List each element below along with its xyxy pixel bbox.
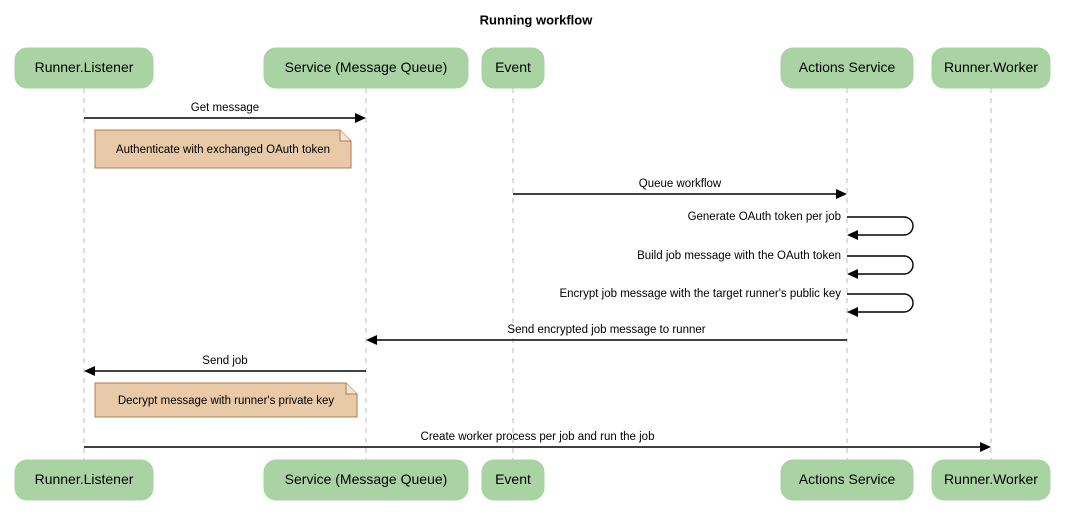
participant-box: [263, 47, 469, 89]
participant-label: Runner.Listener: [35, 471, 134, 487]
participant-box: [481, 459, 545, 501]
participant-actions-service-top[interactable]: Actions Service: [780, 47, 914, 89]
arrowhead: [366, 335, 377, 345]
arrowhead: [355, 113, 366, 123]
arrowhead: [847, 269, 858, 279]
message-label: Send job: [202, 355, 247, 367]
message-create-worker-process-per-job-and-run-the-job[interactable]: Create worker process per job and run th…: [84, 431, 991, 452]
participant-label: Runner.Worker: [944, 59, 1038, 75]
message-encrypt-job-message-with-the-target-runners-public-key[interactable]: Encrypt job message with the target runn…: [559, 288, 914, 317]
participant-box: [780, 47, 914, 89]
participant-runner-listener-top[interactable]: Runner.Listener: [14, 47, 154, 89]
message-build-job-message-with-the-oauth-token[interactable]: Build job message with the OAuth token: [637, 250, 914, 279]
message-label: Get message: [191, 102, 259, 114]
participant-box: [780, 459, 914, 501]
participant-label: Actions Service: [799, 59, 896, 75]
lifelines-layer: [83, 88, 992, 460]
page-title: Running workflow: [480, 12, 594, 27]
self-loop-path: [847, 293, 914, 313]
participant-box: [931, 47, 1051, 89]
message-label: Encrypt job message with the target runn…: [559, 288, 841, 300]
participant-label: Event: [495, 471, 531, 487]
participant-label: Runner.Listener: [35, 59, 134, 75]
participant-label: Runner.Worker: [944, 471, 1038, 487]
message-label: Queue workflow: [639, 178, 722, 190]
arrowhead: [847, 307, 858, 317]
message-label: Generate OAuth token per job: [688, 211, 841, 223]
note-fold-corner: [339, 130, 351, 142]
note-decrypt-message-with-runners-private-key: Decrypt message with runner's private ke…: [94, 382, 358, 418]
arrowhead: [84, 366, 95, 376]
note-authenticate-with-exchanged-oauth-token: Authenticate with exchanged OAuth token: [94, 129, 352, 169]
participant-runner-worker-bottom[interactable]: Runner.Worker: [931, 459, 1051, 501]
participant-event-bottom[interactable]: Event: [481, 459, 545, 501]
message-get-message[interactable]: Get message: [84, 102, 366, 123]
message-send-job[interactable]: Send job: [84, 355, 366, 376]
participant-actions-service-bottom[interactable]: Actions Service: [780, 459, 914, 501]
arrowhead: [980, 442, 991, 452]
participant-box: [263, 459, 469, 501]
note-body: [94, 382, 358, 418]
message-queue-workflow[interactable]: Queue workflow: [513, 178, 847, 199]
message-label: Create worker process per job and run th…: [421, 431, 655, 443]
participant-box: [931, 459, 1051, 501]
note-fold-corner: [345, 383, 357, 395]
participant-service-message-queue-top[interactable]: Service (Message Queue): [263, 47, 469, 89]
participant-label: Actions Service: [799, 471, 896, 487]
note-label: Decrypt message with runner's private ke…: [118, 395, 335, 407]
participant-label: Service (Message Queue): [285, 471, 448, 487]
message-label: Build job message with the OAuth token: [637, 250, 841, 262]
participant-label: Service (Message Queue): [285, 59, 448, 75]
self-loop-path: [847, 216, 914, 236]
participant-service-message-queue-bottom[interactable]: Service (Message Queue): [263, 459, 469, 501]
participant-box: [14, 459, 154, 501]
arrowhead: [836, 189, 847, 199]
participant-runner-worker-top[interactable]: Runner.Worker: [931, 47, 1051, 89]
message-generate-oauth-token-per-job[interactable]: Generate OAuth token per job: [688, 211, 914, 240]
participant-box: [14, 47, 154, 89]
arrowhead: [847, 230, 858, 240]
message-send-encrypted-job-message-to-runner[interactable]: Send encrypted job message to runner: [366, 324, 847, 345]
message-label: Send encrypted job message to runner: [507, 324, 705, 336]
participant-label: Event: [495, 59, 531, 75]
self-loop-path: [847, 255, 914, 275]
participant-event-top[interactable]: Event: [481, 47, 545, 89]
participant-runner-listener-bottom[interactable]: Runner.Listener: [14, 459, 154, 501]
note-body: [94, 129, 352, 169]
participant-box: [481, 47, 545, 89]
note-label: Authenticate with exchanged OAuth token: [116, 144, 330, 156]
notes-layer: Authenticate with exchanged OAuth tokenD…: [94, 129, 358, 418]
